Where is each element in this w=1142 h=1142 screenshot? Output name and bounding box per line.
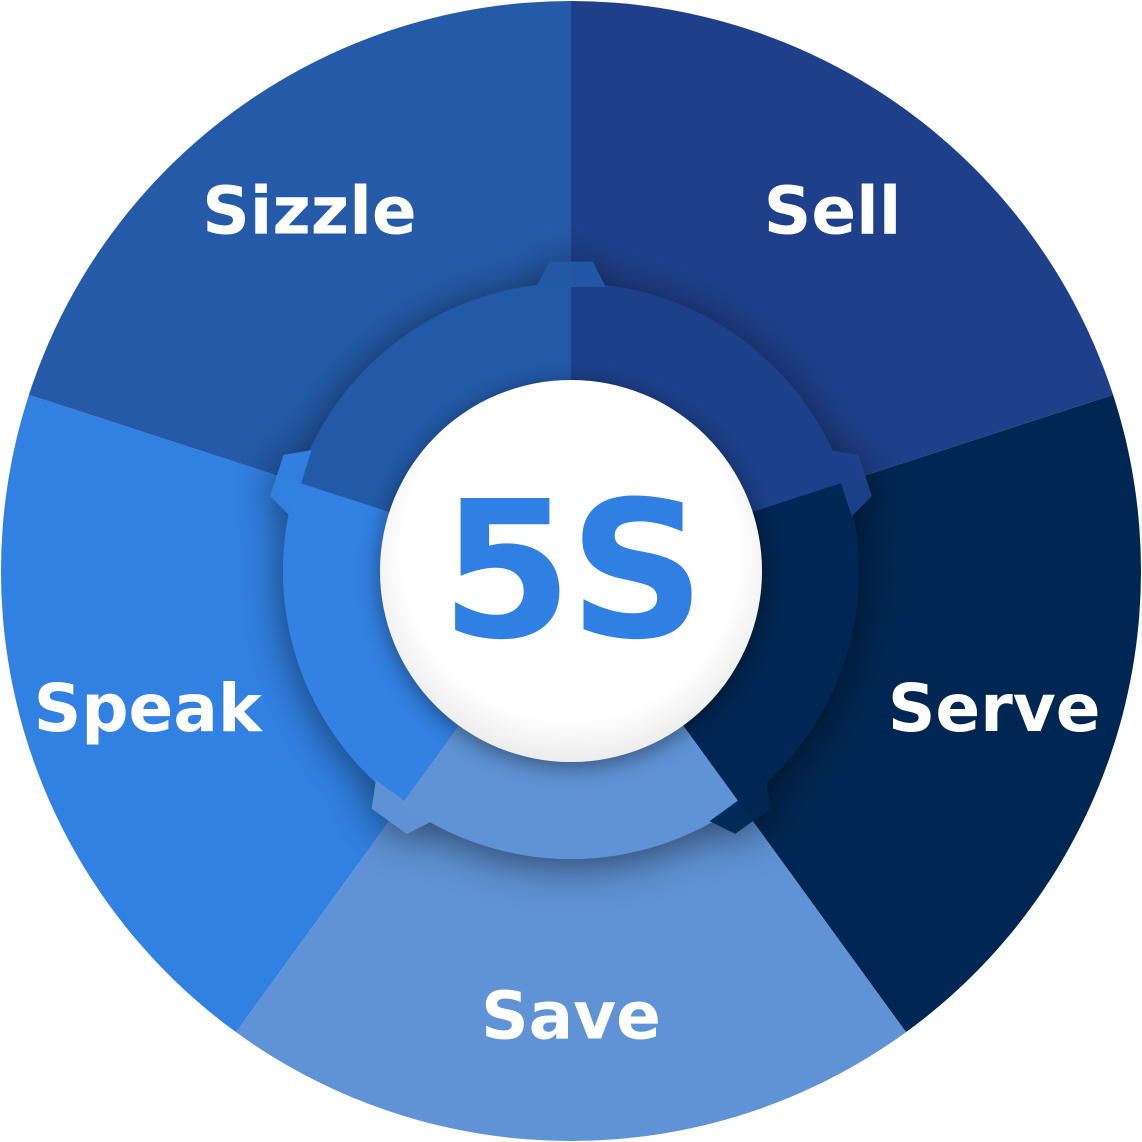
center-label: 5S xyxy=(440,461,701,682)
segment-label-sizzle: Sizzle xyxy=(202,172,416,249)
gear-notch xyxy=(536,261,606,288)
gear-notch xyxy=(371,780,433,834)
center-hub xyxy=(380,380,762,762)
gear-notch xyxy=(270,450,312,517)
segment-label-save: Save xyxy=(481,978,661,1055)
gear-notch xyxy=(830,450,872,517)
gear-notch xyxy=(709,780,771,834)
segment-label-serve: Serve xyxy=(888,670,1101,747)
segment-label-speak: Speak xyxy=(34,670,264,747)
segment-label-sell: Sell xyxy=(764,172,902,249)
